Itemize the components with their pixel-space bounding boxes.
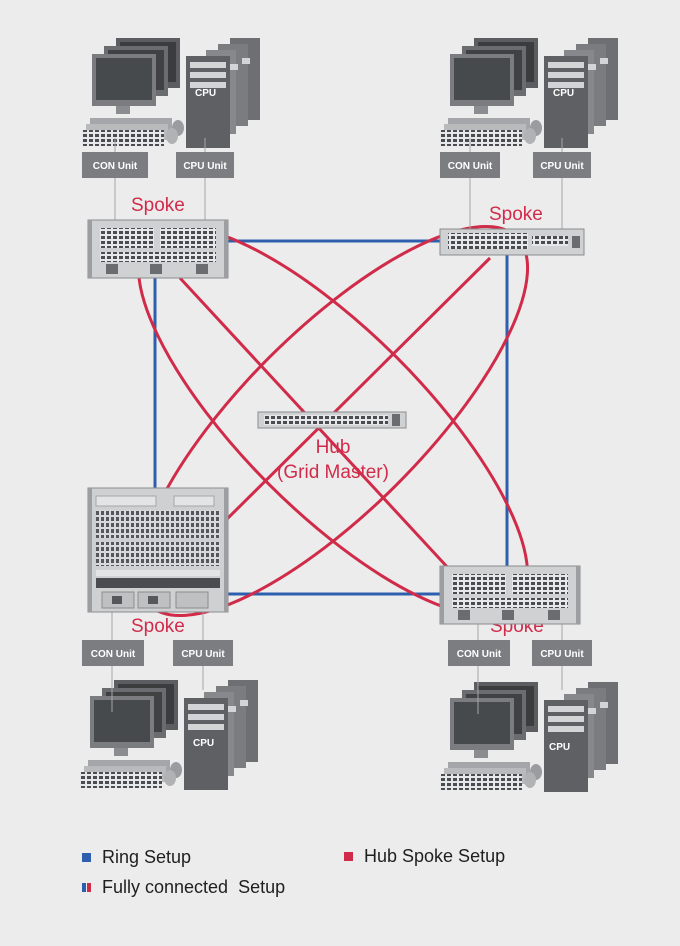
cpu-unit-label: CPU Unit bbox=[181, 649, 225, 660]
con-unit-label: CON Unit bbox=[93, 161, 138, 172]
kvm-switch-top-right bbox=[439, 228, 585, 256]
legend-ring-label: Ring Setup bbox=[102, 847, 192, 867]
workstation-bottom-left: CPU bbox=[80, 680, 258, 790]
cpu-unit-box bbox=[533, 152, 591, 178]
kvm-switch-bottom-left bbox=[87, 487, 229, 613]
workstation-bottom-right: CPU bbox=[440, 682, 618, 792]
units-top-left: CON Unit CPU Unit bbox=[82, 152, 234, 178]
spoke-label-bottom-left: Spoke bbox=[131, 616, 185, 637]
cpu-unit-label: CPU Unit bbox=[540, 649, 584, 660]
cpu-unit-box bbox=[173, 640, 233, 666]
legend-fully-connected: Fully connected Setup bbox=[82, 877, 285, 898]
units-bottom-left: CON Unit CPU Unit bbox=[82, 640, 233, 666]
con-unit-label: CON Unit bbox=[457, 649, 502, 660]
con-unit-label: CON Unit bbox=[91, 649, 136, 660]
units-top-right: CON Unit CPU Unit bbox=[440, 152, 591, 178]
workstation-top-left: CPU bbox=[82, 38, 260, 148]
cpu-label: CPU bbox=[549, 742, 570, 753]
cpu-label: CPU bbox=[193, 738, 214, 749]
kvm-switch-top-left bbox=[87, 219, 229, 279]
con-unit-label: CON Unit bbox=[448, 161, 493, 172]
cpu-unit-label: CPU Unit bbox=[540, 161, 584, 172]
hub-label: Hub bbox=[316, 437, 351, 458]
spoke-label-top-left: Spoke bbox=[131, 195, 185, 216]
kvm-switch-bottom-right bbox=[439, 565, 581, 625]
link-tr-bl-straight bbox=[224, 256, 492, 522]
spoke-label-top-right: Spoke bbox=[489, 204, 543, 225]
hub-spoke-swatch bbox=[344, 852, 353, 861]
units-bottom-right: CON Unit CPU Unit bbox=[448, 640, 592, 666]
cpu-label: CPU bbox=[553, 88, 574, 99]
ring-links bbox=[153, 239, 509, 596]
con-unit-box bbox=[82, 640, 144, 666]
con-unit-box bbox=[82, 152, 148, 178]
legend-ring: Ring Setup bbox=[82, 847, 191, 868]
cpu-unit-box bbox=[176, 152, 234, 178]
hub-switch bbox=[257, 411, 407, 429]
legend-hub-spoke-label: Hub Spoke Setup bbox=[364, 846, 506, 866]
con-unit-box bbox=[448, 640, 510, 666]
legend-hub-spoke: Hub Spoke Setup bbox=[344, 846, 505, 867]
legend-fully-connected-label: Fully connected Setup bbox=[102, 877, 286, 897]
con-unit-box bbox=[440, 152, 500, 178]
workstation-top-right: CPU bbox=[440, 38, 618, 148]
hub-sublabel: (Grid Master) bbox=[277, 462, 389, 483]
cpu-unit-box bbox=[532, 640, 592, 666]
ring-swatch bbox=[82, 853, 91, 862]
cpu-label: CPU bbox=[195, 88, 216, 99]
fully-connected-swatch bbox=[82, 883, 91, 892]
cpu-unit-label: CPU Unit bbox=[183, 161, 227, 172]
